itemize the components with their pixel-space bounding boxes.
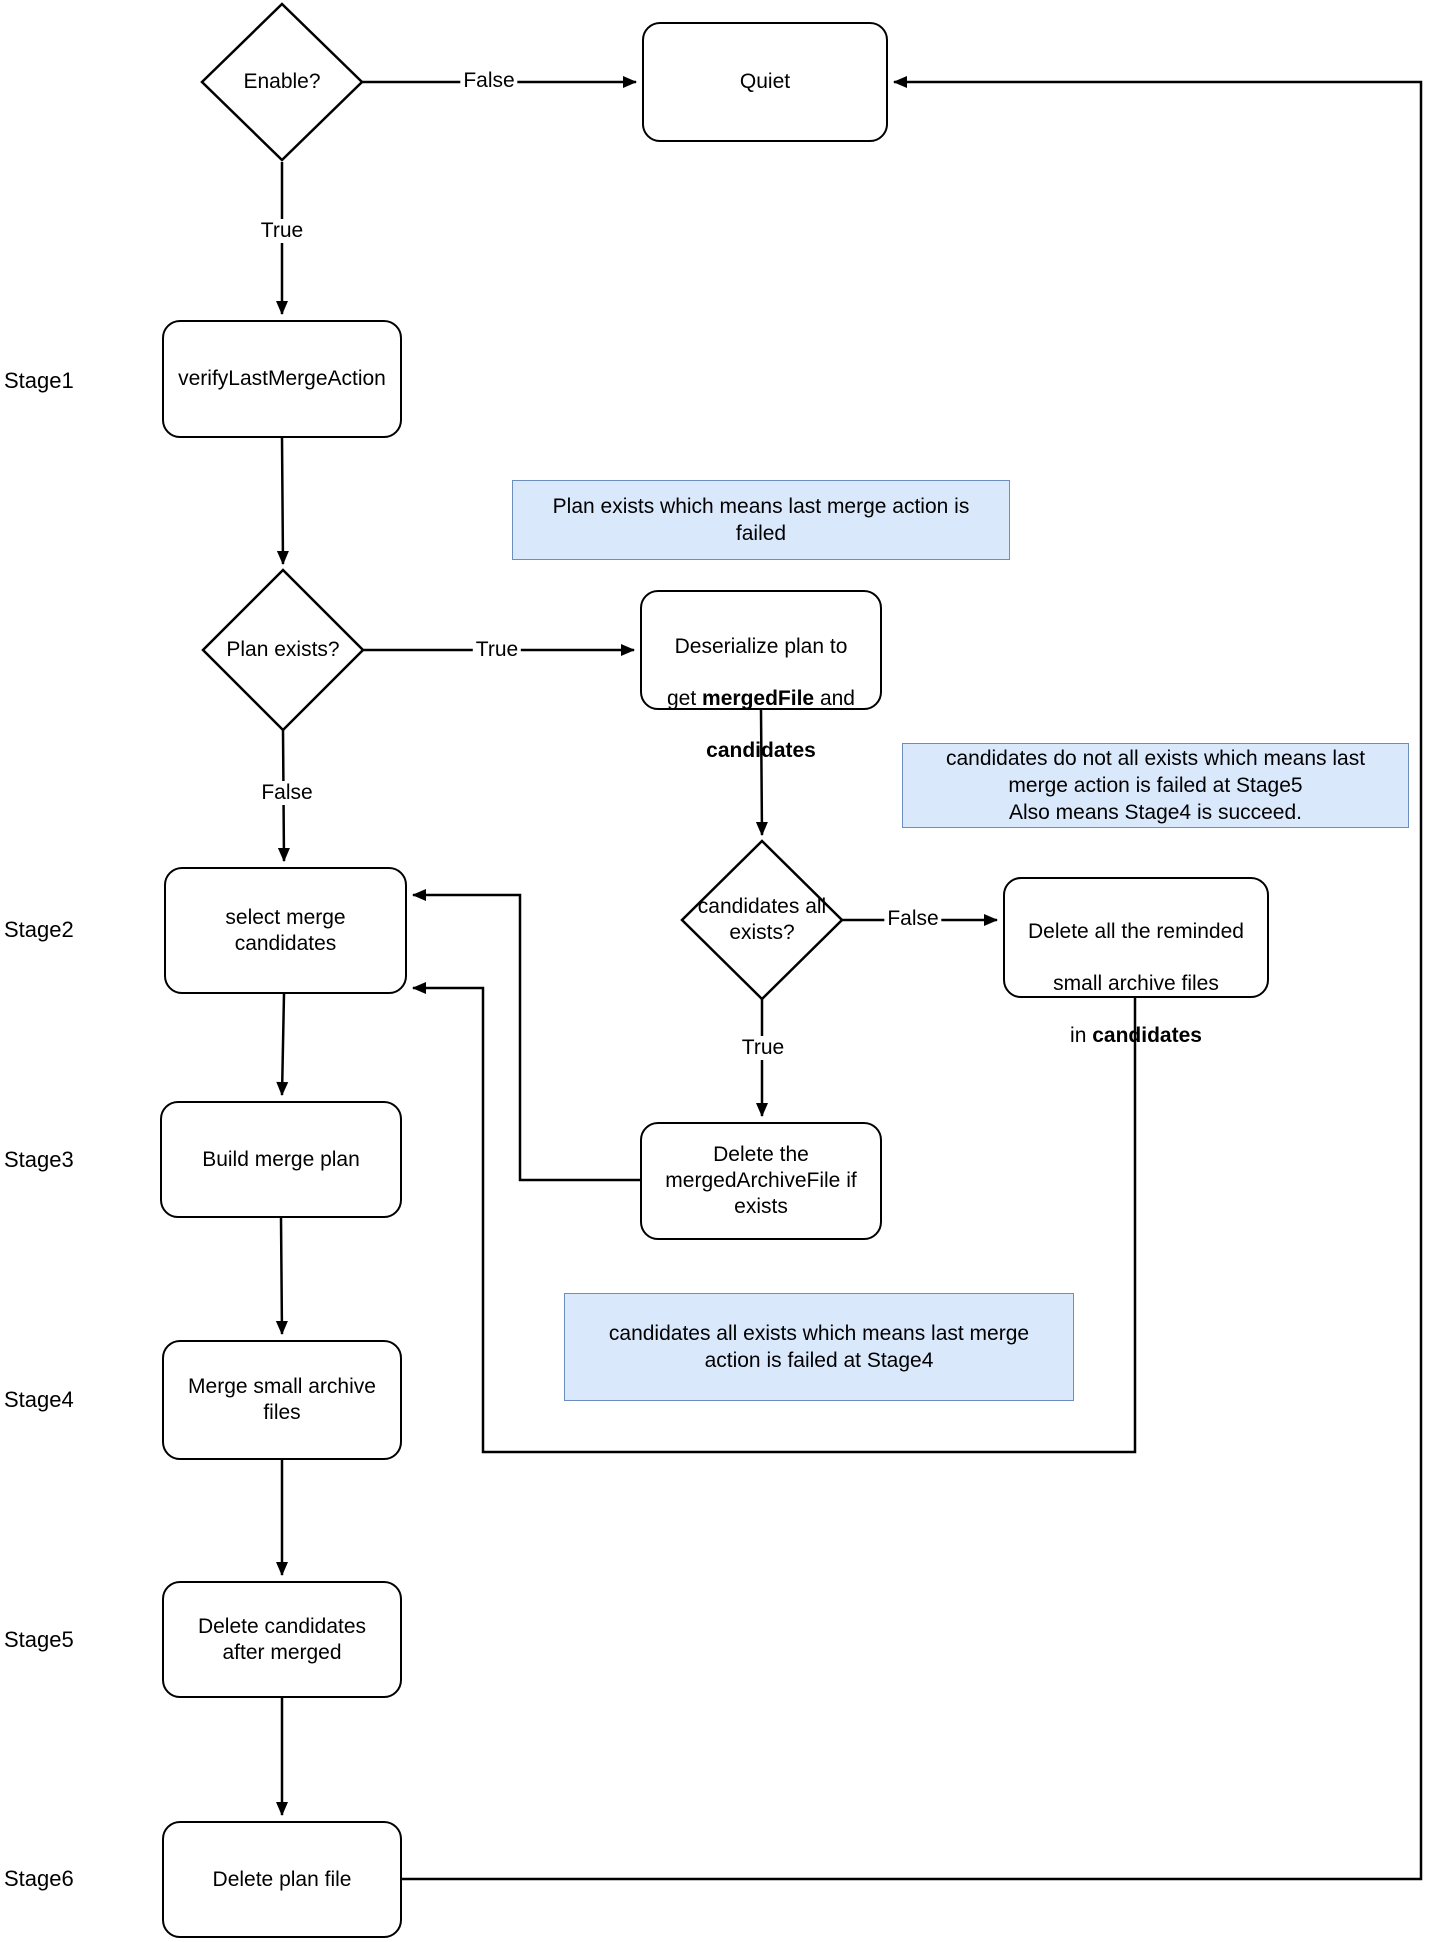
- process-delete-reminded-files: Delete all the reminded small archive fi…: [1003, 877, 1269, 1047]
- connector-build-plan-to-merge-small: [275, 1217, 288, 1335]
- edge-label-enable-true: True: [257, 219, 307, 243]
- connector-verify-to-plan-exists: [276, 437, 289, 565]
- delete-reminded-line3: in candidates: [1070, 1024, 1202, 1047]
- stage-label-6: Stage6: [4, 1866, 74, 1891]
- edge-label-candidates-true: True: [738, 1036, 788, 1060]
- connector-delete-plan-loop-to-quiet: [402, 76, 1423, 1881]
- process-delete-merged-archive-file: Delete the mergedArchiveFile if exists: [640, 1122, 882, 1240]
- decision-plan-exists-shape: [201, 568, 365, 732]
- deserialize-line3: candidates: [706, 739, 816, 762]
- process-delete-plan-file: Delete plan file: [162, 1821, 402, 1938]
- deserialize-line1: Deserialize plan to: [674, 635, 848, 658]
- edge-label-candidates-false: False: [884, 907, 942, 931]
- stage-label-1: Stage1: [4, 368, 74, 393]
- connector-delete-reminded-loop-to-select-merge: [412, 982, 1137, 1454]
- deserialize-line2: get mergedFile and: [667, 687, 855, 710]
- note-candidates-exist: candidates all exists which means last m…: [564, 1293, 1074, 1401]
- note-plan-exists: Plan exists which means last merge actio…: [512, 480, 1010, 560]
- stage-label-3: Stage3: [4, 1147, 74, 1172]
- connector-select-merge-to-build-plan: [276, 993, 289, 1096]
- edge-label-enable-false: False: [460, 69, 518, 93]
- process-select-merge-candidates: select merge candidates: [164, 867, 407, 994]
- stage-label-4: Stage4: [4, 1387, 74, 1412]
- decision-candidates-all-shape: [680, 839, 844, 1001]
- process-delete-candidates-after-merged: Delete candidates after merged: [162, 1581, 402, 1698]
- delete-reminded-line2: small archive files: [1053, 972, 1219, 995]
- note-candidates-missing: candidates do not all exists which means…: [902, 743, 1409, 828]
- stage-label-2: Stage2: [4, 917, 74, 942]
- process-deserialize-plan: Deserialize plan to get mergedFile and c…: [640, 590, 882, 762]
- stage-label-5: Stage5: [4, 1627, 74, 1652]
- connector-deserialize-to-candidates-all: [755, 709, 768, 836]
- edge-label-plan-false: False: [258, 781, 316, 805]
- connector-delete-merged-loop-to-select-merge: [412, 889, 640, 1182]
- delete-reminded-line1: Delete all the reminded: [1028, 920, 1244, 943]
- edge-label-plan-true: True: [472, 638, 522, 662]
- process-verify-last-merge-action: verifyLastMergeAction: [162, 320, 402, 438]
- process-merge-small-archive-files: Merge small archive files: [162, 1340, 402, 1460]
- decision-enable-shape: [200, 2, 364, 162]
- process-quiet: Quiet: [642, 22, 888, 142]
- process-build-merge-plan: Build merge plan: [160, 1101, 402, 1218]
